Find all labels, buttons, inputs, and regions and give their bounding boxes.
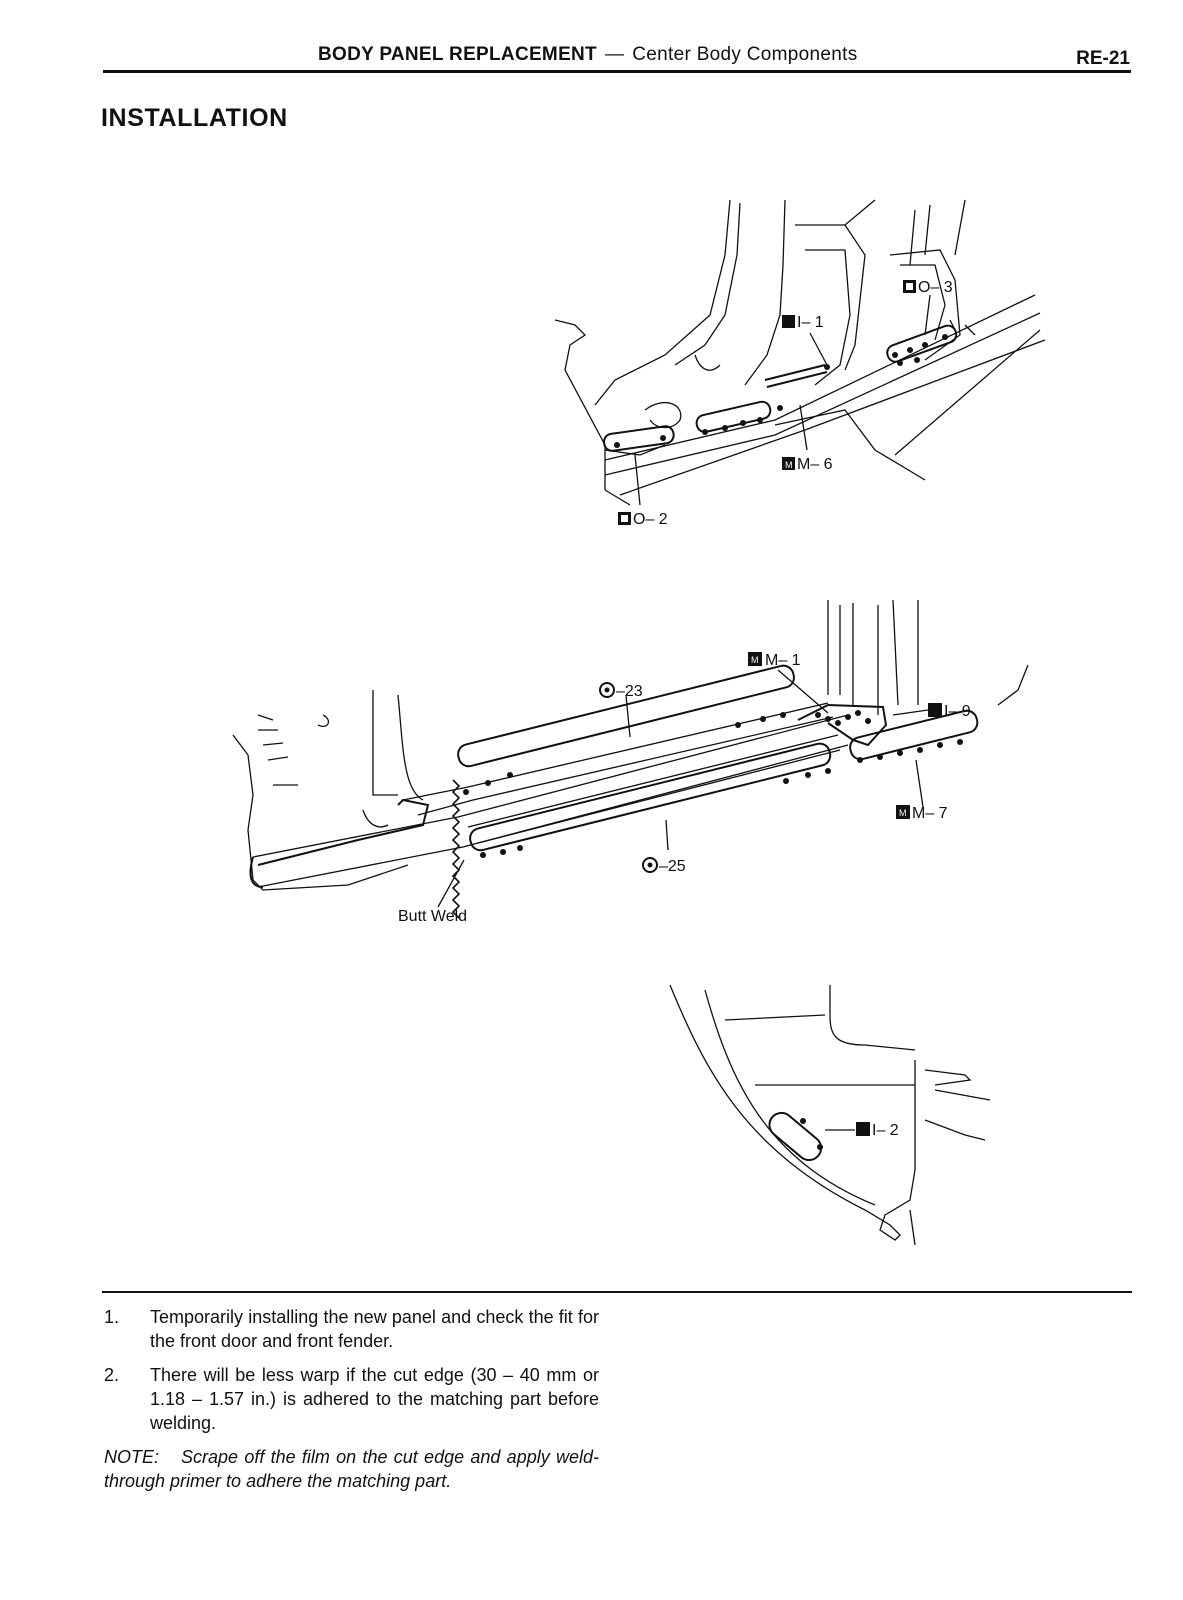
svg-text:M– 6: M– 6 xyxy=(797,456,833,473)
note-label: NOTE: xyxy=(104,1447,160,1467)
svg-text:–23: –23 xyxy=(616,683,643,700)
figure-side-sill-butt-weld: M M– 1 –23 I– 9 M M– 7 –25 Butt Weld xyxy=(228,595,1038,935)
note: NOTE:Scrape off the film on the cut edge… xyxy=(104,1445,599,1493)
header-separator: — xyxy=(604,44,625,65)
svg-text:I– 1: I– 1 xyxy=(797,314,824,331)
callout-o3: O– 3 xyxy=(903,279,953,296)
caption-rule xyxy=(102,1291,1132,1293)
note-text: Scrape off the film on the cut edge and … xyxy=(104,1447,599,1491)
running-header: BODY PANEL REPLACEMENT — Center Body Compo… xyxy=(318,44,858,66)
svg-text:M– 1: M– 1 xyxy=(765,652,801,669)
step-item: 2. There will be less warp if the cut ed… xyxy=(104,1363,599,1435)
callout-23: –23 xyxy=(599,682,643,700)
step-number: 2. xyxy=(104,1365,120,1385)
svg-text:M: M xyxy=(899,808,907,818)
figure-wheel-arch-detail: I– 2 xyxy=(665,980,1000,1250)
callout-i2: I– 2 xyxy=(856,1122,899,1139)
step-number: 1. xyxy=(104,1307,120,1327)
svg-text:M: M xyxy=(751,655,759,665)
svg-text:M– 7: M– 7 xyxy=(912,805,948,822)
page-number: RE-21 xyxy=(1076,48,1130,69)
callout-m1: M M– 1 xyxy=(748,652,801,669)
installation-steps: 1. Temporarily installing the new panel … xyxy=(104,1305,599,1493)
header-title-rest: Center Body Components xyxy=(632,44,858,65)
header-rule xyxy=(103,70,1131,73)
step-text: There will be less warp if the cut edge … xyxy=(150,1365,599,1433)
figure-rocker-overview: O– 3 I– 1 M M– 6 O– 2 xyxy=(545,195,1055,540)
callout-m7: M M– 7 xyxy=(896,805,948,822)
callout-i1: I– 1 xyxy=(782,314,824,331)
section-title: INSTALLATION xyxy=(101,104,288,132)
svg-text:I– 9: I– 9 xyxy=(944,703,971,720)
callout-o2: O– 2 xyxy=(618,511,668,528)
callout-i9: I– 9 xyxy=(928,703,971,720)
butt-weld-label: Butt Weld xyxy=(398,908,467,925)
header-title-bold: BODY PANEL REPLACEMENT xyxy=(318,44,597,65)
callout-25: –25 xyxy=(642,857,686,875)
svg-text:O– 3: O– 3 xyxy=(918,279,953,296)
step-text: Temporarily installing the new panel and… xyxy=(150,1307,599,1351)
svg-text:M: M xyxy=(785,460,793,470)
svg-text:I– 2: I– 2 xyxy=(872,1122,899,1139)
svg-text:–25: –25 xyxy=(659,858,686,875)
callout-m6: M M– 6 xyxy=(782,456,833,473)
step-item: 1. Temporarily installing the new panel … xyxy=(104,1305,599,1353)
svg-text:O– 2: O– 2 xyxy=(633,511,668,528)
